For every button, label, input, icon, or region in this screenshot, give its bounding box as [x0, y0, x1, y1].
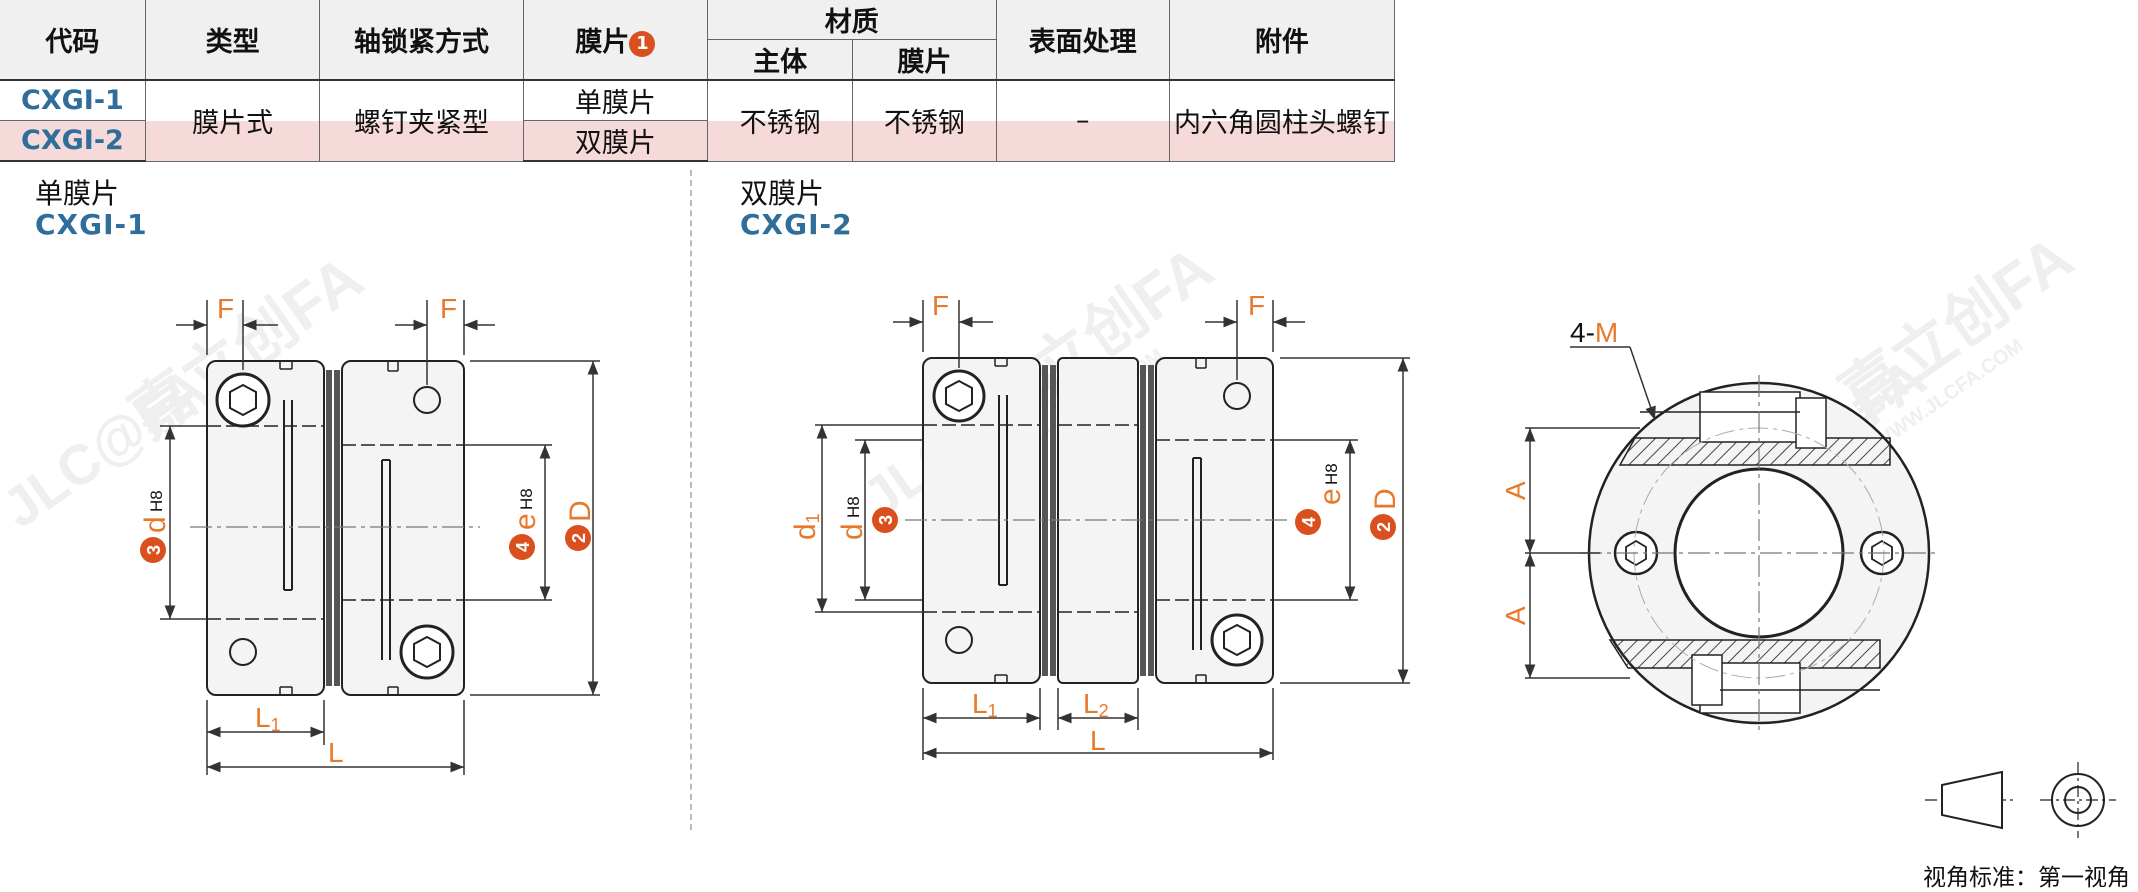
single-dimensions	[160, 300, 600, 775]
single-F-right-label: F	[440, 293, 457, 324]
single-diaphragm-title: 单膜片	[35, 177, 120, 210]
single-d-tolerance: H8	[147, 490, 166, 512]
double-dimensions	[815, 300, 1410, 760]
row1-diaphragm: 单膜片	[522, 80, 708, 121]
cell-accessory: 内六角圆柱头螺钉	[1168, 80, 1396, 162]
cell-material-diaphragm: 不锈钢	[852, 80, 997, 162]
end-view-dimensions	[1524, 346, 1656, 679]
double-e-label: e	[1314, 488, 1347, 505]
row1-code: CXGI-1	[0, 80, 146, 121]
svg-text:3: 3	[876, 515, 896, 525]
svg-text:2: 2	[569, 533, 589, 543]
double-e-tolerance: H8	[1322, 463, 1341, 485]
double-badge-3	[872, 507, 898, 533]
header-material-diaphragm: 膜片	[852, 39, 997, 81]
header-lock: 轴锁紧方式	[319, 0, 524, 81]
single-vertical-labels: 3 d H8 4 e H8 2 D	[139, 488, 597, 563]
double-d-label: d	[836, 523, 869, 540]
single-diaphragm-code: CXGI-1	[35, 208, 148, 241]
single-F-left-label: F	[217, 293, 234, 324]
double-coupling-drawing	[905, 357, 1290, 684]
double-F-left-label: F	[932, 290, 949, 321]
drawing-divider	[690, 170, 692, 830]
end-view-drawing	[1580, 375, 1940, 732]
double-D-label: D	[1369, 488, 1402, 510]
single-d-label: d	[139, 516, 172, 533]
single-L1-label: L1	[255, 702, 281, 735]
single-coupling-drawing	[190, 360, 480, 696]
row2-code: CXGI-2	[0, 120, 146, 162]
end-view-labels: A A 4-M	[1500, 317, 1618, 625]
cell-material-body: 不锈钢	[706, 80, 854, 162]
single-L-label: L	[328, 737, 344, 768]
header-type: 类型	[144, 0, 321, 81]
double-diaphragm-title: 双膜片	[740, 177, 825, 210]
end-view-A-lower: A	[1500, 606, 1531, 625]
header-material: 材质	[706, 0, 997, 40]
double-badge-2	[1370, 514, 1396, 540]
header-accessory: 附件	[1168, 0, 1396, 81]
double-d1-label: d1	[789, 513, 823, 540]
header-code: 代码	[0, 0, 146, 81]
single-D-label: D	[564, 500, 597, 522]
double-F-right-label: F	[1248, 290, 1265, 321]
svg-text:4: 4	[513, 542, 533, 552]
single-badge-4	[509, 534, 535, 560]
single-badge-3	[140, 537, 166, 563]
first-angle-projection-icon	[1925, 762, 2116, 838]
header-diaphragm-label: 膜片	[575, 27, 630, 58]
row2-diaphragm: 双膜片	[522, 120, 708, 162]
end-view-A-upper: A	[1500, 481, 1531, 500]
single-badge-2	[565, 525, 591, 551]
double-diaphragm-code: CXGI-2	[740, 208, 853, 241]
single-e-tolerance: H8	[517, 488, 536, 510]
svg-text:4: 4	[1299, 517, 1319, 527]
single-dimension-labels: F F L1 L	[217, 293, 457, 768]
svg-text:3: 3	[144, 545, 164, 555]
double-d-tolerance: H8	[844, 496, 863, 518]
cell-type: 膜片式	[144, 80, 321, 162]
cell-surface: –	[995, 80, 1170, 162]
svg-text:2: 2	[1374, 522, 1394, 532]
double-vertical-labels: d1 d H8 3 4 e H8 2 D	[789, 463, 1402, 540]
double-badge-4	[1295, 509, 1321, 535]
header-surface: 表面处理	[995, 0, 1170, 81]
double-L2-label: L2	[1083, 688, 1109, 721]
cell-lock: 螺钉夹紧型	[319, 80, 524, 162]
double-L1-label: L1	[972, 688, 998, 721]
end-view-holes-label: 4-M	[1570, 317, 1618, 348]
single-e-label: e	[509, 513, 542, 530]
header-material-body: 主体	[707, 39, 854, 81]
double-dimension-labels: F F L1 L2 L	[932, 290, 1265, 756]
diaphragm-note-badge: 1	[629, 30, 656, 57]
double-L-label: L	[1090, 725, 1106, 756]
